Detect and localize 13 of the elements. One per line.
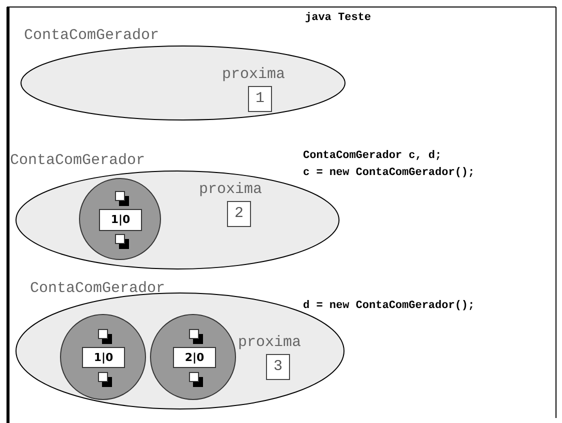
class-name: ContaComGerador	[24, 27, 160, 44]
class-name: ContaComGerador	[10, 152, 146, 169]
field-name: proxima	[222, 66, 286, 83]
code-line: d = new ContaComGerador();	[303, 300, 475, 312]
class-name: ContaComGerador	[30, 280, 166, 297]
field-name: proxima	[199, 181, 262, 198]
value-box: 3	[266, 354, 290, 380]
field-name: proxima	[238, 334, 302, 351]
value-box: 2	[227, 201, 251, 227]
code-line: java Teste	[305, 12, 372, 24]
value-box: 1	[248, 86, 272, 112]
code-line: c = new ContaComGerador();	[303, 167, 475, 179]
code-line: ContaComGerador c, d;	[303, 150, 442, 162]
